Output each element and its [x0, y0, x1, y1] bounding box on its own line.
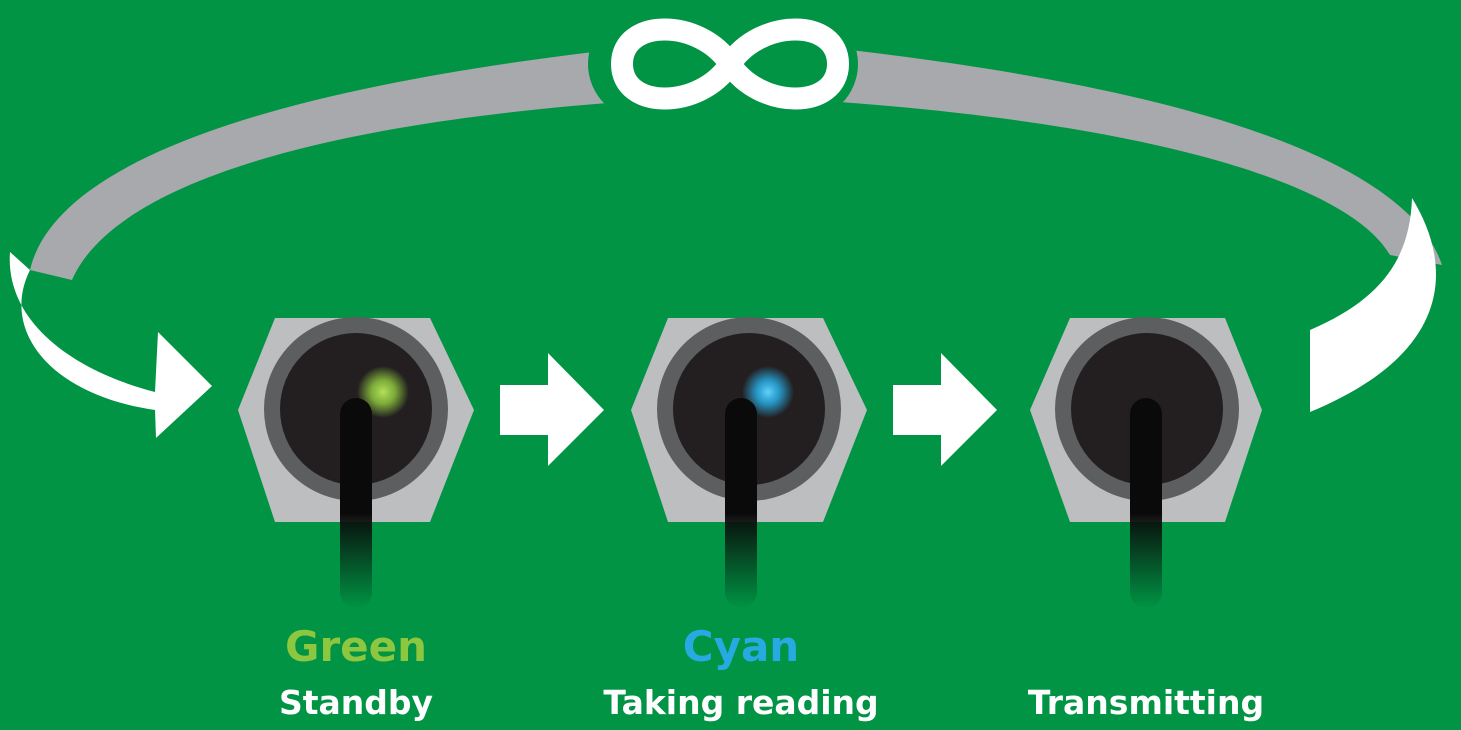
loop-arrow-left [10, 252, 212, 438]
stage-1-status-label: Standby [176, 683, 536, 722]
infinity-icon [588, 8, 858, 120]
arrow-right-icon [893, 353, 997, 466]
stage-2-status-label: Taking reading [561, 683, 921, 722]
stage-2-color-label: Cyan [561, 622, 921, 671]
stage-3-status-label: Transmitting [966, 683, 1326, 722]
sensor-3 [1030, 317, 1262, 608]
stage-1-color-label: Green [176, 622, 536, 671]
sensor-2 [631, 317, 867, 608]
sensor-1 [238, 317, 474, 608]
arrow-right-icon [500, 353, 604, 466]
